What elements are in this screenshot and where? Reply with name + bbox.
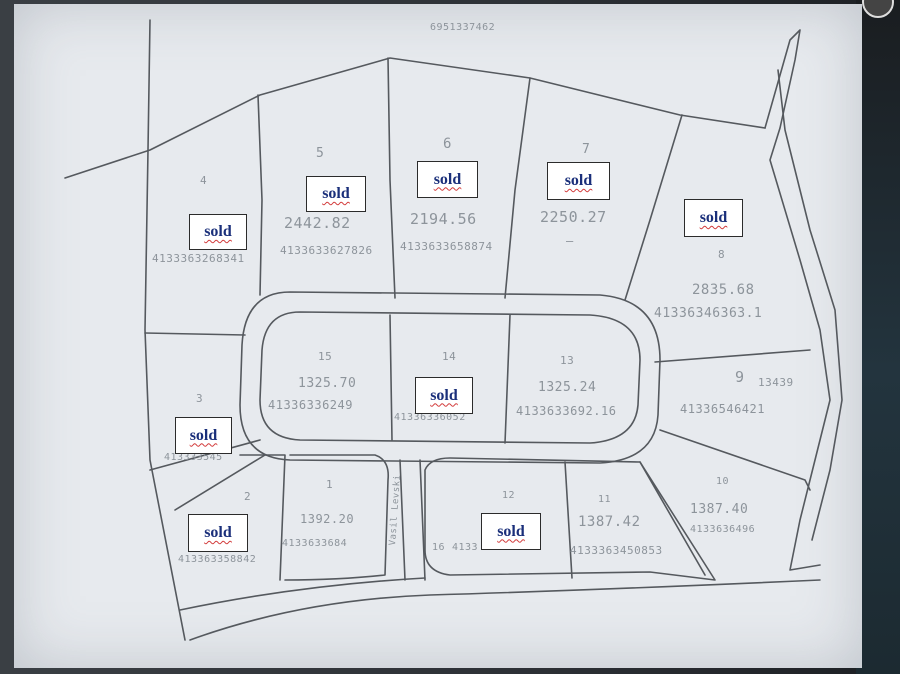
lot-14-id: 41336336052 <box>394 412 466 423</box>
paper-sheet <box>14 4 862 668</box>
lower-road-2 <box>179 577 426 611</box>
lot-1-id: 4133633684 <box>282 538 348 549</box>
lower-road <box>189 579 821 641</box>
lower-divider-11 <box>564 461 573 579</box>
lower-block-left <box>284 454 390 581</box>
east-lot-line <box>659 429 811 491</box>
central-divider-14-13 <box>504 314 511 444</box>
lot-6-number: 6 <box>443 136 452 152</box>
lot-13-area: 1325.24 <box>538 380 597 395</box>
lot-5-area: 2442.82 <box>284 214 351 232</box>
lot-1-number: 1 <box>326 478 334 491</box>
lot-4-number: 4 <box>200 174 208 187</box>
central-block-outer <box>239 291 661 464</box>
lot-divider-8-9 <box>654 349 811 363</box>
lot-9-area: 13439 <box>758 376 794 389</box>
lot-7-id: — <box>566 234 574 248</box>
north-boundary-line <box>64 57 766 179</box>
lot-16-id: 4133 <box>452 542 479 553</box>
lot-4-id: 4133363268341 <box>152 252 245 265</box>
sold-badge-lot-14: sold <box>415 377 473 414</box>
lot-6-id: 4133633658874 <box>400 240 493 253</box>
lot-15-id: 41336336249 <box>268 398 353 412</box>
lot-16-number: 16 <box>432 542 446 553</box>
east-boundary-line <box>764 29 831 571</box>
lot-11-area: 1387.42 <box>578 514 641 530</box>
lot-divider-4-5 <box>257 94 263 296</box>
lot-divider-6-7 <box>504 77 531 299</box>
lot-10-number: 10 <box>716 476 730 487</box>
lot-divider-5-6 <box>387 57 396 299</box>
lot-7-number: 7 <box>582 142 591 157</box>
lot-11-number: 11 <box>598 494 612 505</box>
lot-10-area: 1387.40 <box>690 502 749 517</box>
lot-7-area: 2250.27 <box>540 208 607 226</box>
sold-badge-lot-12: sold <box>481 513 541 550</box>
lot-5-id: 4133633627826 <box>280 244 373 257</box>
lot-13-id: 4133633692.16 <box>516 404 617 418</box>
lot-1-area: 1392.20 <box>300 512 355 526</box>
lot-9-id: 41336546421 <box>680 402 765 416</box>
sold-badge-lot-2: sold <box>188 514 248 552</box>
sold-badge-lot-6: sold <box>417 161 478 198</box>
lot-5-number: 5 <box>316 146 325 161</box>
lot-10-id: 4133636496 <box>690 524 756 535</box>
west-boundary-line <box>144 19 186 641</box>
sold-badge-lot-5: sold <box>306 176 366 212</box>
lower-block-right <box>424 457 716 581</box>
sold-badge-lot-8: sold <box>684 199 743 237</box>
lot-12-number: 12 <box>502 490 516 501</box>
central-block-inner <box>259 311 641 444</box>
lower-left-lot <box>239 454 286 581</box>
east-boundary-line-2 <box>777 69 843 541</box>
central-divider-15-14 <box>389 314 393 441</box>
sold-badge-lot-3: sold <box>175 417 232 454</box>
lot-6-area: 2194.56 <box>410 210 477 228</box>
photo-edge-strip <box>856 0 900 674</box>
lot-9-number: 9 <box>735 368 745 386</box>
lot-3-id: 413333545 <box>164 452 223 463</box>
lot-15-area: 1325.70 <box>298 376 357 391</box>
lot-divider-7-8 <box>624 114 683 301</box>
top-parcel-label: 6951337462 <box>430 22 496 33</box>
sold-badge-lot-4: sold <box>189 214 247 250</box>
lot-row-separator <box>144 332 246 336</box>
vertical-road-2 <box>419 459 426 581</box>
lot-divider-2-3 <box>174 454 266 511</box>
lot-13-number: 13 <box>560 354 575 367</box>
lower-divider-10 <box>639 461 706 576</box>
lot-3-number: 3 <box>196 392 204 405</box>
lot-8-id: 41336346363.1 <box>654 306 763 321</box>
vertical-road-1 <box>399 459 406 581</box>
sold-badge-lot-7: sold <box>547 162 610 200</box>
lot-divider-3 <box>149 439 261 471</box>
lot-14-number: 14 <box>442 350 457 363</box>
lot-2-id: 413363358842 <box>178 554 257 565</box>
lot-15-number: 15 <box>318 350 333 363</box>
lot-11-id: 4133363450853 <box>570 544 663 557</box>
lot-8-area: 2835.68 <box>692 282 755 298</box>
lot-8-number: 8 <box>718 248 726 261</box>
lot-2-number: 2 <box>244 490 252 503</box>
